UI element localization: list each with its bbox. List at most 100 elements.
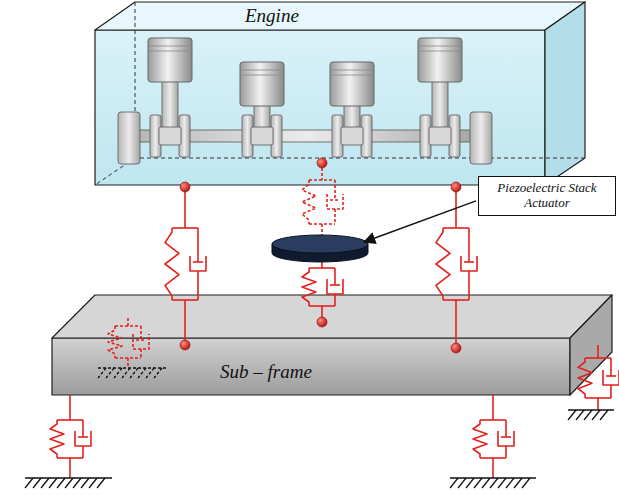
ground-stroke: [33, 478, 41, 488]
attachment-dot: [451, 343, 461, 353]
mount-stroke: [82, 446, 84, 458]
mount-stroke: [115, 325, 141, 327]
actuator-side: [272, 244, 368, 262]
engine-block: Engine: [95, 2, 585, 187]
part-label: Engine: [245, 5, 585, 27]
spring-damper-mount: [50, 395, 91, 478]
mount-stroke: [127, 358, 129, 368]
ground-stroke: [568, 409, 614, 410]
mount-stroke: [578, 358, 592, 398]
crank-web: [242, 115, 253, 157]
engine-outline: [95, 2, 585, 187]
mount-stroke: [334, 180, 336, 200]
mount-stroke: [172, 227, 198, 229]
ground-stroke: [97, 478, 105, 488]
mount-stroke: [334, 294, 336, 306]
ground-stroke: [154, 368, 162, 378]
connecting-rod: [254, 102, 270, 136]
mount-stroke: [302, 180, 316, 224]
mount-stroke: [197, 228, 199, 262]
piston-ring: [330, 75, 374, 76]
spring-damper-mount: [302, 163, 343, 236]
mount-stroke: [461, 256, 477, 271]
connecting-rod: [344, 102, 360, 136]
mount-stroke: [443, 299, 469, 301]
side-face: [570, 295, 612, 395]
crank-web: [361, 115, 372, 157]
ground-stroke: [98, 367, 166, 368]
ground-stroke: [122, 368, 130, 378]
ground-symbol: [450, 478, 536, 488]
ground-stroke: [65, 478, 73, 488]
top-face: [95, 2, 585, 30]
ground-stroke: [138, 368, 146, 378]
crank-web: [420, 115, 431, 157]
mount-stroke: [327, 194, 343, 209]
piston-ring: [148, 46, 192, 47]
mount-stroke: [330, 199, 340, 201]
attachment-dot: [317, 158, 327, 168]
mount-stroke: [193, 261, 203, 263]
mount-stroke: [468, 228, 470, 262]
ground-stroke: [450, 478, 458, 488]
crank-flange: [118, 112, 140, 164]
big-end: [159, 127, 181, 145]
piston: [418, 38, 462, 82]
mount-stroke: [327, 279, 343, 294]
mount-stroke: [69, 458, 71, 478]
ground-stroke: [514, 478, 522, 488]
mount-stroke: [165, 228, 179, 300]
mount-stroke: [492, 458, 494, 478]
big-end: [251, 127, 273, 145]
mount-stroke: [309, 223, 335, 225]
crank-web: [332, 115, 343, 157]
ground-stroke: [522, 478, 530, 488]
mount-stroke: [464, 261, 474, 263]
spring-damper-mount: [108, 318, 149, 368]
mount-stroke: [309, 179, 335, 181]
spring-damper-mount: [302, 258, 343, 322]
mount-stroke: [603, 370, 619, 385]
mount-stroke: [127, 318, 129, 326]
ground-stroke: [498, 478, 506, 488]
mount-stroke: [321, 306, 323, 322]
ground-stroke: [25, 478, 33, 488]
mount-stroke: [501, 436, 511, 438]
mount-group: [25, 163, 619, 488]
mount-stroke: [321, 258, 323, 268]
piston: [330, 62, 374, 106]
spring-damper-mount: [165, 187, 206, 345]
mount-stroke: [309, 267, 335, 269]
crank-web: [271, 115, 282, 157]
mount-stroke: [115, 357, 141, 359]
ground-stroke: [146, 368, 154, 378]
piezo-actuator: [272, 235, 368, 262]
mount-stroke: [505, 420, 507, 437]
ground-stroke: [130, 368, 138, 378]
ground-stroke: [584, 410, 592, 420]
mount-stroke: [606, 375, 616, 377]
ground-stroke: [81, 478, 89, 488]
piston-ring: [240, 75, 284, 76]
connecting-rod: [162, 78, 178, 136]
mount-stroke: [610, 358, 612, 376]
subframe-outline: [50, 295, 612, 397]
mount-stroke: [585, 357, 611, 359]
ground-stroke: [450, 477, 536, 478]
big-end: [341, 127, 363, 145]
spring-damper-mount: [578, 345, 619, 410]
subframe-block: Sub – frame: [50, 295, 612, 397]
big-end: [429, 127, 451, 145]
ground-stroke: [466, 478, 474, 488]
mount-stroke: [480, 457, 506, 459]
crankshaft-journal: [135, 130, 480, 142]
ground-stroke: [600, 410, 608, 420]
mount-stroke: [330, 284, 340, 286]
mount-stroke: [136, 339, 146, 341]
hidden-edge: [135, 2, 585, 158]
mount-stroke: [50, 420, 64, 458]
leader-group: [364, 201, 476, 242]
